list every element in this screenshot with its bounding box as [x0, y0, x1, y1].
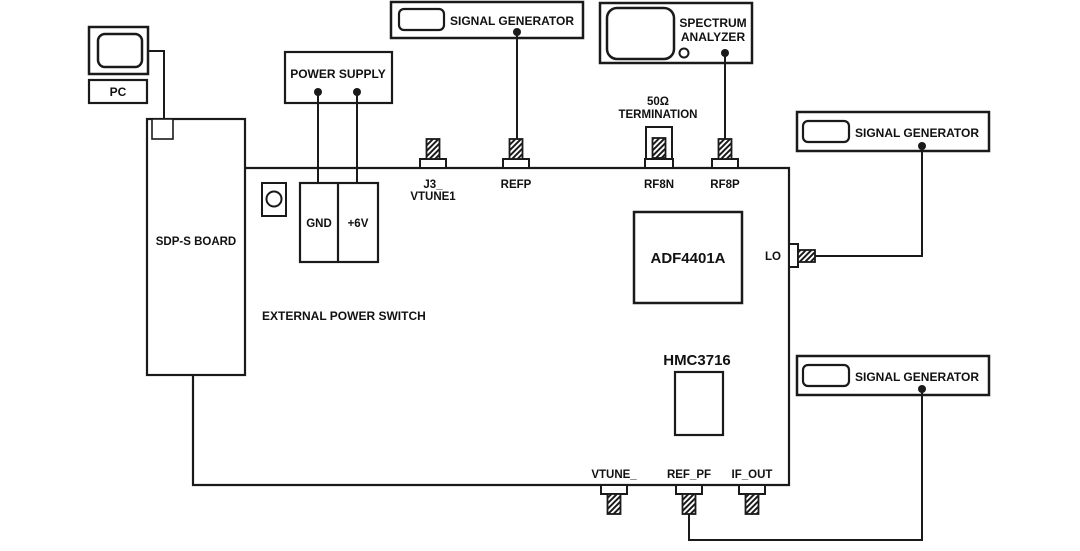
- rf8p-label: RF8P: [710, 179, 740, 191]
- connector-base-icon: [711, 158, 739, 169]
- connector-lo: LO: [765, 243, 816, 268]
- wire-refpf-to-siggen: [688, 389, 923, 541]
- power-supply-box: [283, 50, 394, 105]
- connector-base-icon: [644, 158, 674, 169]
- external-power-switch: EXTERNAL POWER SWITCH: [261, 182, 426, 323]
- wire-siggen-to-lo: [815, 146, 923, 257]
- hmc3716-label: HMC3716: [663, 352, 731, 369]
- connector-base-icon: [502, 158, 530, 169]
- connector-plug-icon: [425, 138, 441, 160]
- pc-label-box: [87, 78, 149, 105]
- connector-plug-icon: [797, 249, 816, 263]
- signal-generator-lo: SIGNAL GENERATOR: [795, 110, 991, 153]
- connector-j3-vtune1: J3_ VTUNE1: [410, 138, 456, 203]
- connector-base-icon: [788, 243, 799, 268]
- sdp-s-board-label: SDP-S BOARD: [156, 236, 237, 248]
- connector-plug-icon: [717, 138, 733, 160]
- connector-vtune: VTUNE_: [591, 469, 637, 515]
- connector-plug-icon: [508, 138, 524, 160]
- connector-rf8p: RF8P: [710, 138, 740, 191]
- signal-generator-label: SIGNAL GENERATOR: [855, 370, 979, 384]
- power-supply-label: POWER SUPPLY: [290, 67, 386, 81]
- termination-label-line1: 50Ω: [647, 96, 669, 108]
- signal-generator-top: SIGNAL GENERATOR: [389, 0, 585, 40]
- connector-plug-icon: [651, 137, 667, 159]
- external-power-switch-label: EXTERNAL POWER SWITCH: [262, 309, 426, 323]
- chip-hmc3716: HMC3716: [663, 352, 731, 437]
- gnd-label: GND: [306, 218, 332, 230]
- chip-adf4401a: ADF4401A: [632, 210, 744, 305]
- adf4401a-box: [632, 210, 744, 305]
- connector-base-icon: [600, 484, 628, 495]
- spectrum-analyzer-knob-icon: [678, 47, 690, 59]
- termination-label-line2: TERMINATION: [618, 109, 697, 121]
- signal-generator-screen-icon: [801, 363, 851, 388]
- connector-plug-icon: [606, 493, 622, 515]
- signal-generator-label: SIGNAL GENERATOR: [855, 126, 979, 140]
- pc: PC: [87, 25, 150, 105]
- signal-generator-label: SIGNAL GENERATOR: [450, 14, 574, 28]
- power-supply: POWER SUPPLY: [283, 50, 394, 105]
- adf4401a-label: ADF4401A: [650, 250, 725, 267]
- wire-pc-to-sdp: [148, 50, 165, 119]
- pc-screen-icon: [96, 32, 144, 69]
- j3-label-line2: VTUNE1: [410, 191, 456, 203]
- j3-label-line1: J3_: [423, 179, 443, 191]
- signal-generator-screen-icon: [801, 119, 851, 144]
- plus6v-label: +6V: [348, 218, 369, 230]
- connector-rf8n-termination: 50Ω TERMINATION RF8N: [618, 96, 697, 191]
- usb-connector-icon: [151, 118, 174, 140]
- connector-base-icon: [675, 484, 703, 495]
- spectrum-analyzer-screen-icon: [605, 6, 676, 61]
- spectrum-analyzer-label-line1: SPECTRUM: [679, 16, 746, 30]
- spectrum-analyzer: SPECTRUM ANALYZER: [598, 1, 754, 65]
- ref-pf-label: REF_PF: [667, 469, 711, 481]
- connector-ref-pf: REF_PF: [667, 469, 711, 515]
- power-terminal-block: GND +6V: [298, 181, 380, 264]
- spectrum-analyzer-label-line2: ANALYZER: [681, 30, 746, 44]
- connector-plug-icon: [681, 493, 697, 515]
- power-switch-button-icon: [265, 190, 283, 208]
- connector-if-out: IF_OUT: [732, 469, 773, 515]
- lo-label: LO: [765, 251, 781, 263]
- connector-plug-icon: [744, 493, 760, 515]
- hmc3716-box: [673, 370, 725, 437]
- rf8n-label: RF8N: [644, 179, 674, 191]
- connector-base-icon: [419, 158, 447, 169]
- sdp-s-board-box: [145, 117, 247, 377]
- vtune-label: VTUNE_: [591, 469, 637, 481]
- if-out-label: IF_OUT: [732, 469, 773, 481]
- signal-generator-screen-icon: [397, 7, 446, 32]
- main-board-outline: [191, 166, 791, 487]
- refp-label: REFP: [501, 179, 532, 191]
- connector-refp: REFP: [501, 138, 532, 191]
- sdp-s-board: SDP-S BOARD: [145, 117, 247, 377]
- signal-generator-ref: SIGNAL GENERATOR: [795, 354, 991, 397]
- pc-label: PC: [110, 85, 127, 99]
- connector-base-icon: [738, 484, 766, 495]
